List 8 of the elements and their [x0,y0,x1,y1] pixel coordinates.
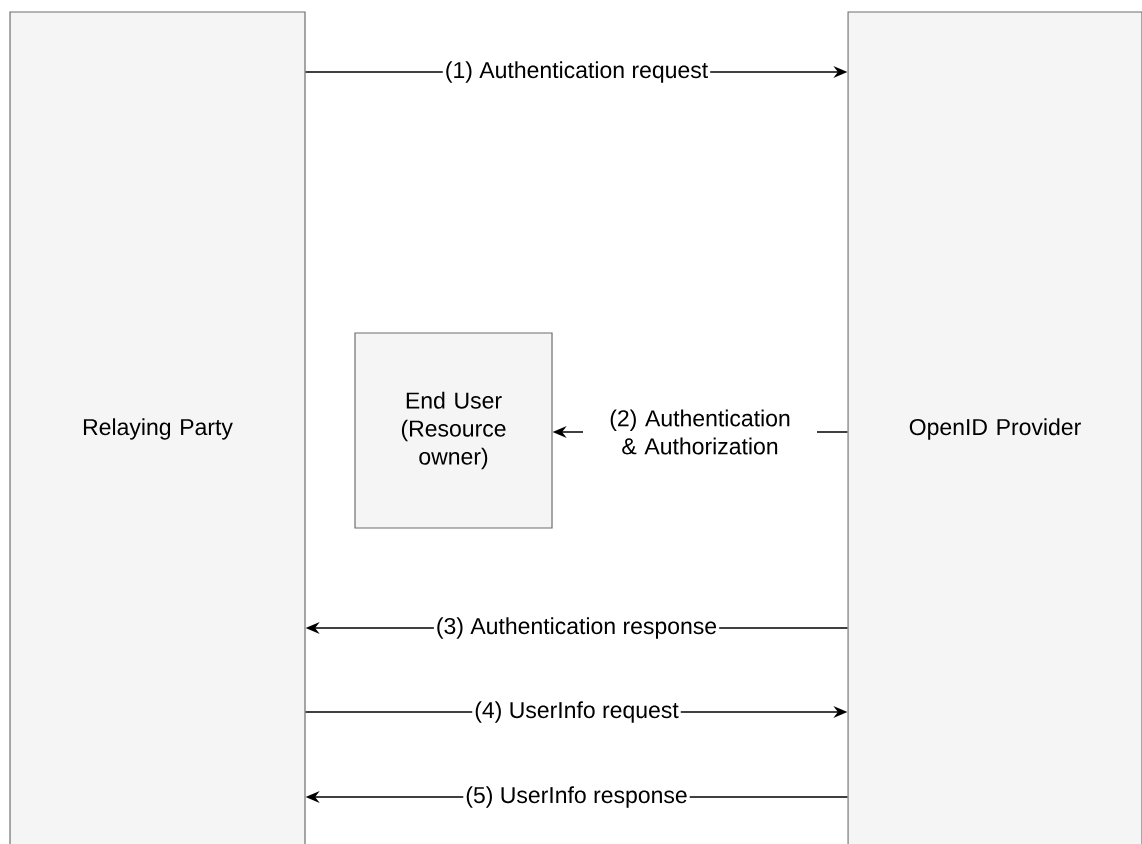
edge-label: (4) UserInfo request [472,699,681,725]
actor-box: End User (Resource owner) [354,332,553,529]
participant-column: OpenID Provider [847,11,1142,844]
edge-label: (5) UserInfo response [463,784,690,810]
participant-column: Relaying Party [9,11,306,844]
edge-label: (2) Authentication & Authorization [583,407,817,457]
edge-label: (1) Authentication request [442,59,711,85]
edge-label: (3) Authentication response [433,615,720,641]
